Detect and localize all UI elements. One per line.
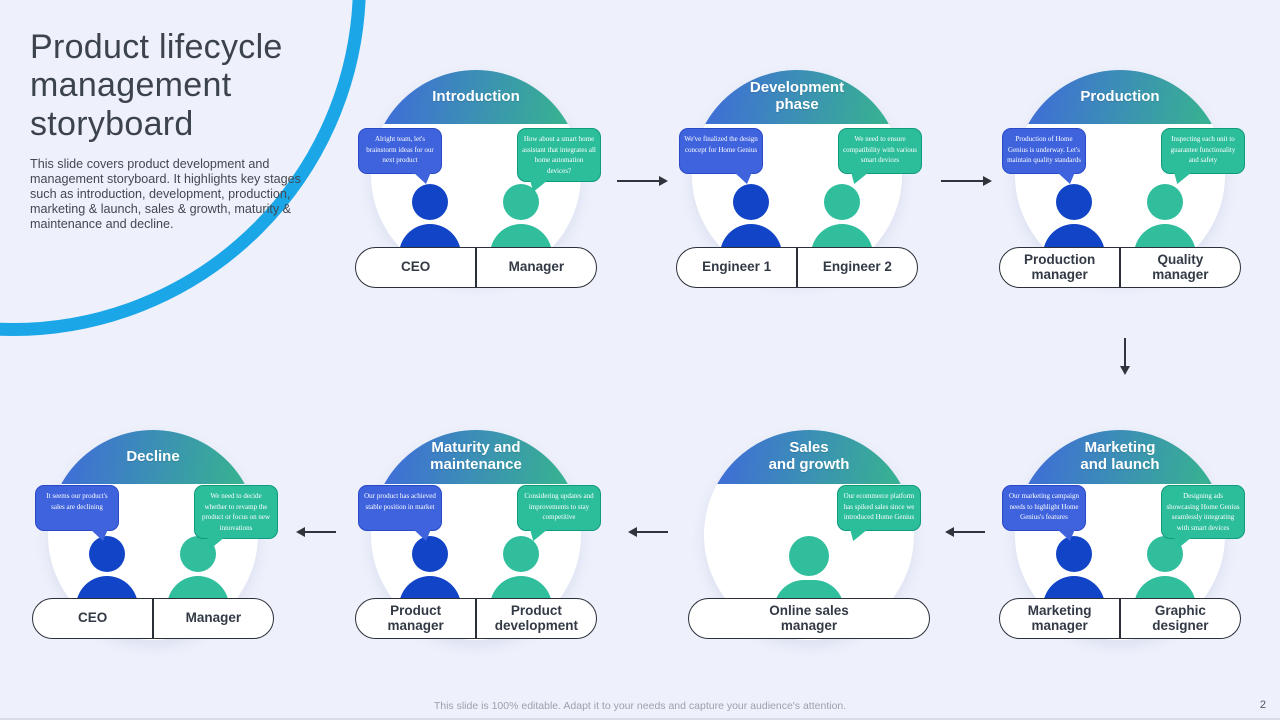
stage-title: Sales and growth — [768, 439, 850, 473]
stage-title: Development phase — [749, 79, 845, 113]
stage-introduction: Introduction Alright team, let's brainst… — [355, 70, 601, 292]
stage-decline: Decline It seems our product's sales are… — [32, 430, 278, 652]
arrow-left-icon — [945, 527, 985, 537]
role-label: Online sales manager — [769, 602, 849, 633]
role-label: Manager — [185, 610, 242, 626]
stage-title: Decline — [126, 447, 180, 465]
role-plate: Marketing manager Graphic designer — [999, 598, 1241, 639]
role-plate: Online sales manager — [688, 598, 930, 639]
arrow-down-icon — [1120, 338, 1130, 375]
person-blue-icon — [720, 184, 782, 256]
stage-title: Maturity and maintenance — [430, 439, 522, 473]
role-label: Engineer 1 — [702, 259, 772, 275]
stage-header: Maturity and maintenance — [371, 430, 581, 484]
plate-divider — [796, 248, 798, 287]
bubble-text: Designing ads showcasing Home Genius sea… — [1166, 492, 1240, 532]
stage-title: Introduction — [432, 87, 520, 105]
person-teal-icon — [1134, 184, 1196, 256]
bubble-text: We need to decide whether to revamp the … — [201, 492, 271, 532]
bubble-text: Production of Home Genius is underway. L… — [1007, 135, 1081, 164]
arrow-right-icon — [617, 176, 668, 186]
plate-divider — [1119, 599, 1121, 638]
arrow-left-icon — [628, 527, 668, 537]
plate-divider — [475, 248, 477, 287]
stage-header: Production — [1015, 70, 1225, 124]
role-label: Product development — [494, 602, 579, 633]
speech-bubble: How about a smart home assistant that in… — [517, 128, 601, 192]
role-label: Manager — [508, 259, 565, 275]
bubble-text: We need to ensure compatibility with var… — [843, 135, 917, 164]
bubble-text: Considering updates and improvements to … — [524, 492, 594, 521]
person-blue-icon — [399, 184, 461, 256]
title-block: Product lifecycle management storyboard … — [30, 28, 360, 232]
stage-title: Production — [1080, 87, 1160, 105]
speech-bubble: We need to decide whether to revamp the … — [194, 485, 278, 549]
arrow-right-icon — [941, 176, 992, 186]
speech-bubble: Our marketing campaign needs to highligh… — [1002, 485, 1086, 541]
person-teal-icon — [811, 184, 873, 256]
bubble-text: Inspecting each unit to guarantee functi… — [1170, 135, 1236, 164]
arrow-left-icon — [296, 527, 336, 537]
plate-divider — [1119, 248, 1121, 287]
bubble-text: It seems our product's sales are declini… — [46, 492, 108, 511]
page-title: Product lifecycle management storyboard — [30, 28, 283, 143]
stage-development-phase: Development phase We've finalized the de… — [676, 70, 922, 292]
stage-header: Sales and growth — [704, 430, 914, 484]
speech-bubble: Designing ads showcasing Home Genius sea… — [1161, 485, 1245, 549]
role-plate: CEO Manager — [32, 598, 274, 639]
stage-production: Production Production of Home Genius is … — [999, 70, 1245, 292]
role-plate: Product manager Product development — [355, 598, 597, 639]
stage-marketing-and-launch: Marketing and launch Our marketing campa… — [999, 430, 1245, 652]
speech-bubble: Considering updates and improvements to … — [517, 485, 601, 541]
person-teal-icon — [490, 184, 552, 256]
role-label: Production manager — [1023, 251, 1096, 282]
slide-bottom-edge — [0, 718, 1280, 720]
stage-maturity-and-maintenance: Maturity and maintenance Our product has… — [355, 430, 601, 652]
speech-bubble: Our product has achieved stable position… — [358, 485, 442, 541]
role-label: Marketing manager — [1027, 602, 1092, 633]
role-label: Product manager — [387, 602, 444, 633]
bubble-text: Our ecommerce platform has spiked sales … — [843, 492, 915, 521]
speech-bubble: Our ecommerce platform has spiked sales … — [837, 485, 921, 541]
speech-bubble: We've finalized the design concept for H… — [679, 128, 763, 184]
role-label: CEO — [77, 610, 108, 626]
role-label: CEO — [400, 259, 431, 275]
page-number: 2 — [1259, 699, 1266, 711]
stage-title: Marketing and launch — [1080, 439, 1160, 473]
bubble-text: We've finalized the design concept for H… — [684, 135, 758, 154]
bubble-text: Alright team, let's brainstorm ideas for… — [366, 135, 434, 164]
stage-header: Decline — [48, 430, 258, 484]
bubble-text: How about a smart home assistant that in… — [522, 135, 596, 175]
role-label: Quality manager — [1152, 251, 1209, 282]
role-label: Graphic designer — [1152, 602, 1209, 633]
role-label: Engineer 2 — [822, 259, 892, 275]
role-plate: Production manager Quality manager — [999, 247, 1241, 288]
plate-divider — [152, 599, 154, 638]
speech-bubble: Inspecting each unit to guarantee functi… — [1161, 128, 1245, 184]
speech-bubble: It seems our product's sales are declini… — [35, 485, 119, 541]
stage-sales-and-growth: Sales and growth Our ecommerce platform … — [688, 430, 930, 652]
speech-bubble: Alright team, let's brainstorm ideas for… — [358, 128, 442, 184]
speech-bubble: We need to ensure compatibility with var… — [838, 128, 922, 184]
stage-header: Development phase — [692, 70, 902, 124]
speech-bubble: Production of Home Genius is underway. L… — [1002, 128, 1086, 184]
role-plate: CEO Manager — [355, 247, 597, 288]
person-blue-icon — [1043, 184, 1105, 256]
bubble-text: Our marketing campaign needs to highligh… — [1009, 492, 1079, 521]
plate-divider — [475, 599, 477, 638]
role-plate: Engineer 1 Engineer 2 — [676, 247, 918, 288]
footer-note: This slide is 100% editable. Adapt it to… — [433, 700, 847, 712]
bubble-text: Our product has achieved stable position… — [364, 492, 436, 511]
stage-header: Marketing and launch — [1015, 430, 1225, 484]
stage-header: Introduction — [371, 70, 581, 124]
slide-description: This slide covers product development an… — [30, 157, 301, 231]
